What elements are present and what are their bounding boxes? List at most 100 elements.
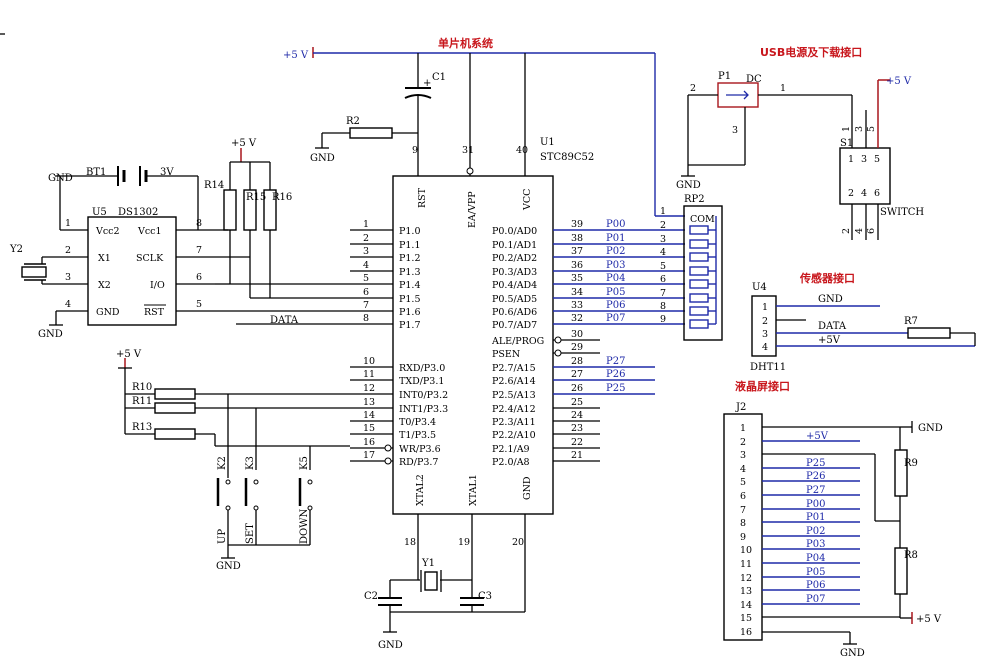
mcu-pin-number: 36	[571, 260, 583, 271]
mcu-pin-number: 22	[571, 437, 583, 448]
rtc-vcc1: Vcc1	[137, 226, 162, 237]
mcu-pin-label: P0.7/AD7	[492, 320, 537, 331]
rp2-resistor	[689, 293, 709, 303]
s1-pin-1: 1	[841, 126, 852, 132]
s1-inner-6: 6	[874, 188, 880, 199]
r9-label: R9	[904, 458, 918, 469]
mcu-pin-number: 5	[363, 273, 369, 284]
s1-inner-3: 3	[861, 154, 867, 165]
rtc-pin-6: 6	[196, 272, 202, 283]
lcd-net-label: P01	[806, 512, 825, 523]
r11-label: R11	[132, 396, 152, 407]
rtc-part: DS1302	[118, 207, 158, 218]
mcu-pin-number: 12	[363, 383, 375, 394]
pin-bubble	[384, 457, 392, 465]
lcd-net-label: P04	[806, 553, 825, 564]
mcu-rst-text: RST	[417, 187, 428, 208]
mcu-pin-label: P2.0/A8	[492, 457, 530, 468]
lcd-pin-number: 9	[740, 532, 746, 543]
mcu-net-label: P26	[606, 369, 625, 380]
mcu-net-label: P07	[606, 313, 625, 324]
sensor-dht11: U4 DHT11 1 2 3 4 GND DATA +5V R7	[750, 282, 976, 373]
mcu-pin-number: 27	[571, 369, 583, 380]
mcu-pin-number: 17	[363, 450, 375, 461]
mcu-pin-label: ALE/PROG	[491, 336, 544, 347]
mcu-pin-label: P1.1	[399, 240, 421, 251]
mcu-pin-number: 6	[363, 287, 369, 298]
mcu-pin-number: 35	[571, 273, 583, 284]
mcu-pin-number: 26	[571, 383, 583, 394]
crystal-y2: Y2	[9, 244, 47, 284]
r13-label: R13	[132, 422, 152, 433]
mcu-net-label: P27	[606, 356, 625, 367]
y2-label: Y2	[9, 244, 23, 255]
lcd-pin-number: 15	[740, 613, 752, 624]
lcd-pin-number: 3	[740, 450, 746, 461]
s1-pin-4: 4	[854, 228, 865, 234]
mcu-net-label: P04	[606, 273, 625, 284]
rtc-pin-2: 2	[65, 245, 71, 256]
pin-num-rst: 9	[412, 145, 418, 156]
mcu-pin-number: 39	[571, 219, 583, 230]
mcu-pin-label: P0.2/AD2	[492, 253, 537, 264]
mcu-net-label: P25	[606, 383, 625, 394]
dht-pin-4: 4	[762, 342, 768, 353]
mcu-pin-label: INT1/P3.3	[399, 404, 448, 415]
mcu-pin-label: P0.3/AD3	[492, 267, 537, 278]
rtc-sclk: SCLK	[136, 253, 164, 264]
k3-label: K3	[245, 456, 256, 470]
rp2-resistor	[689, 306, 709, 316]
mcu-pin-number: 7	[363, 300, 369, 311]
rp2-pin-number: 6	[660, 274, 666, 285]
mcu-pin-number: 25	[571, 397, 583, 408]
mcu-pin-label: WR/P3.6	[399, 444, 441, 455]
mcu-pin-label: RXD/P3.0	[399, 363, 445, 374]
mcu-net-label: P00	[606, 219, 625, 230]
p1-type: DC	[746, 74, 762, 85]
rp2-resistor	[689, 266, 709, 276]
pin-num-xtal1: 19	[458, 537, 470, 548]
switch-k5: K5 DOWN	[298, 456, 313, 545]
mcu-ea-text: EA/VPP	[467, 191, 478, 228]
c2-label: C2	[364, 591, 378, 602]
mcu-pin-number: 33	[571, 300, 583, 311]
mcu-pin-number: 14	[363, 410, 375, 421]
s1-inner-1: 1	[848, 154, 854, 165]
data-net-label: DATA	[270, 315, 299, 326]
lcd-pin-number: 4	[740, 464, 746, 475]
rp2-pin-number: 4	[660, 247, 666, 258]
dht-net-vcc: +5V	[818, 335, 841, 346]
mcu-pin-label: P2.6/A14	[492, 376, 536, 387]
y1-label: Y1	[421, 558, 435, 569]
lcd-pin-number: 12	[740, 573, 752, 584]
lcd-pin-number: 5	[740, 477, 746, 488]
crystal-y1-circuit: Y1 C2 C3 GND	[364, 514, 526, 651]
mcu-pin-label: T1/P3.5	[399, 430, 436, 441]
resistor-r2: R2 GND	[310, 116, 418, 164]
p1-pin-1: 1	[780, 83, 786, 94]
mcu-ref: U1	[540, 137, 555, 148]
mcu-pin-label: P0.4/AD4	[492, 280, 537, 291]
pin-num-xtal2: 18	[404, 537, 416, 548]
title-lcd-interface: 液晶屏接口	[735, 379, 790, 393]
k2-label: K2	[217, 456, 228, 470]
mcu-net-label: P02	[606, 246, 625, 257]
pin-num-vcc: 40	[516, 145, 528, 156]
rp2-resistor	[689, 239, 709, 249]
mcu-pin-number: 1	[363, 219, 369, 230]
mcu-pin-label: T0/P3.4	[399, 417, 436, 428]
mcu-pin-number: 10	[363, 356, 375, 367]
rtc-rst: RST	[144, 307, 165, 318]
switch-k2: K2 UP	[216, 456, 231, 545]
key-up-label: UP	[217, 529, 228, 544]
pin-num-ea: 31	[462, 145, 474, 156]
rp2-pin-number: 9	[660, 314, 666, 325]
gnd-label-r2: GND	[310, 153, 335, 164]
mcu-net-label: P06	[606, 300, 625, 311]
mcu-pin-number: 28	[571, 356, 583, 367]
mcu-u1: U1 STC89C52 9 31 40 RST EA/VPP VCC XTAL2…	[350, 137, 685, 548]
mcu-pin-label: P1.5	[399, 294, 421, 305]
mcu-net-label: P03	[606, 260, 625, 271]
